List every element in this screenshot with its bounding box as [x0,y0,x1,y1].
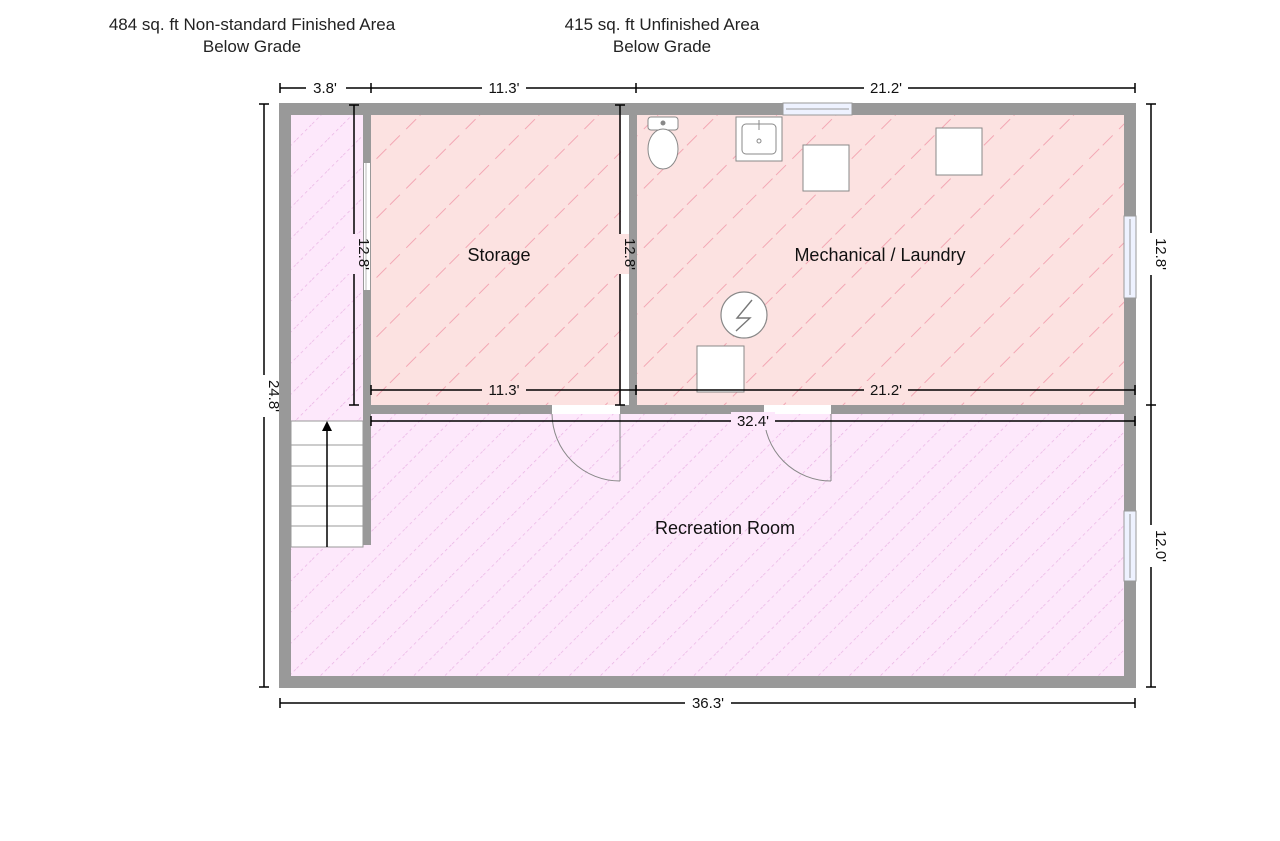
dim-mechanical-bottom: 21.2' [870,382,902,399]
room-label-storage: Storage [467,245,530,265]
right-window-lower-icon [1123,510,1137,582]
electrical-panel-icon [720,291,768,339]
finished-area-text: 484 sq. ft Non-standard Finished Area [108,15,396,34]
right-window-upper-icon [1123,215,1137,299]
dim-storage-bottom: 11.3' [489,382,520,399]
dim-storage-height: 12.8' [621,238,638,270]
dim-top-mechanical: 21.2' [870,80,902,97]
room-label-recreation: Recreation Room [655,518,795,538]
mechanical-door-opening [764,405,831,414]
sink-icon [735,116,783,162]
storage-door-icon [551,413,621,482]
dim-top-hall: 3.8' [313,80,337,97]
dim-recreation-width: 32.4' [737,413,769,430]
recreation-floor [291,413,1124,676]
dim-top-storage: 11.3' [489,80,520,97]
top-window-icon [782,102,853,116]
unfinished-area-grade: Below Grade [612,37,712,56]
unfinished-area-text: 415 sq. ft Unfinished Area [564,15,760,34]
dim-right-upper: 12.8' [1152,238,1169,270]
storage-floor [371,115,621,406]
water-heater-icon [696,345,745,393]
washer-icon [802,144,850,192]
stair-arrow-icon [322,421,332,431]
room-label-mechanical: Mechanical / Laundry [794,245,965,265]
dim-right-lower: 12.0' [1152,530,1169,562]
hall-storage-door-opening [364,163,370,290]
toilet-icon [647,116,679,170]
finished-area-label: 484 sq. ft Non-standard Finished Area Be… [82,14,422,58]
finished-area-grade: Below Grade [202,37,302,56]
dim-left-total: 24.8' [265,380,282,412]
dryer-icon [935,127,983,176]
unfinished-area-label: 415 sq. ft Unfinished Area Below Grade [522,14,802,58]
dim-hall-height: 12.8' [355,238,372,270]
staircase [290,420,364,548]
storage-door-opening [552,405,620,414]
dim-bottom-total: 36.3' [692,695,724,712]
